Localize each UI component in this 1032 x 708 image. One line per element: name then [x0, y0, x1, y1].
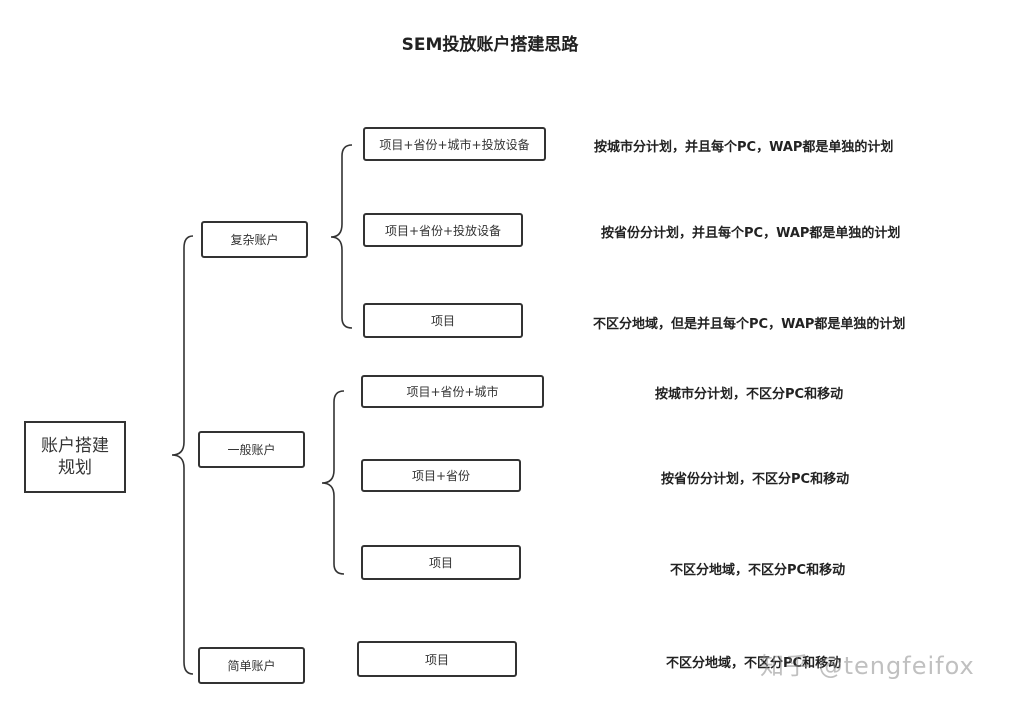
leaf-complex-2[interactable]: 项目+省份+投放设备 [363, 213, 523, 247]
desc-general-3: 不区分地域，不区分PC和移动 [670, 563, 846, 578]
watermark-text: 知乎 @tengfeifox [760, 652, 975, 680]
branch-general-account[interactable]: 一般账户 [198, 431, 305, 468]
desc-complex-1: 按城市分计划，并且每个PC，WAP都是单独的计划 [594, 140, 894, 155]
leaf-general-3[interactable]: 项目 [361, 545, 521, 580]
complex-brace [330, 144, 353, 329]
leaf-general-1[interactable]: 项目+省份+城市 [361, 375, 544, 408]
root-brace [171, 235, 194, 675]
root-node-label: 账户搭建规划 [41, 436, 109, 478]
desc-general-2: 按省份分计划，不区分PC和移动 [661, 472, 850, 487]
branch-complex-account[interactable]: 复杂账户 [201, 221, 308, 258]
desc-complex-2: 按省份分计划，并且每个PC，WAP都是单独的计划 [601, 226, 901, 241]
leaf-complex-3[interactable]: 项目 [363, 303, 523, 338]
leaf-complex-1[interactable]: 项目+省份+城市+投放设备 [363, 127, 546, 161]
diagram-title: SEM投放账户搭建思路 [401, 35, 579, 55]
branch-simple-account[interactable]: 简单账户 [198, 647, 305, 684]
leaf-general-2[interactable]: 项目+省份 [361, 459, 521, 492]
desc-general-1: 按城市分计划，不区分PC和移动 [655, 387, 844, 402]
desc-complex-3: 不区分地域，但是并且每个PC，WAP都是单独的计划 [593, 317, 906, 332]
leaf-simple-1[interactable]: 项目 [357, 641, 517, 677]
desc-simple-1: 不区分地域，不区分PC和移动 [666, 656, 842, 671]
general-brace [321, 390, 345, 575]
root-node[interactable]: 账户搭建规划 [24, 421, 126, 493]
